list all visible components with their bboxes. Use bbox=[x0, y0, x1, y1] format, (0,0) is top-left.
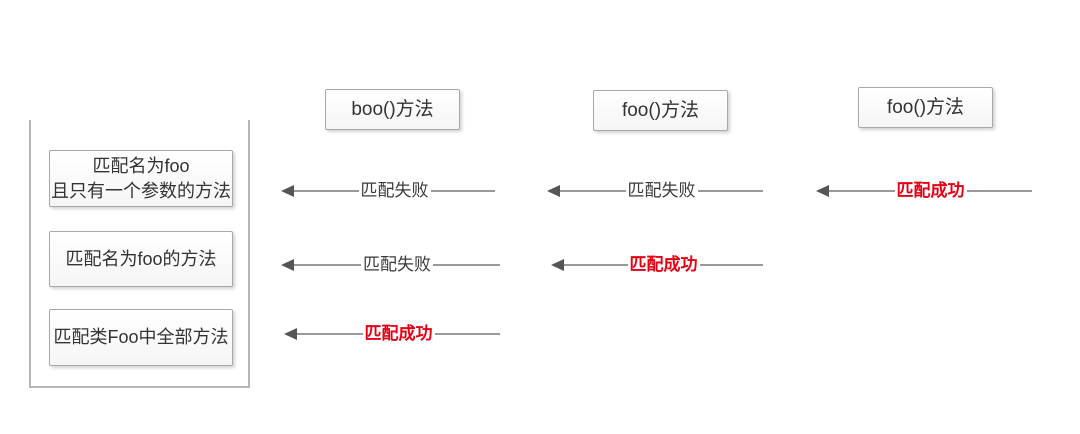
method-box-foo-middle: foo()方法 bbox=[593, 90, 728, 131]
arrow-label: 匹配成功 bbox=[629, 255, 698, 274]
method-box-label: boo()方法 bbox=[351, 98, 434, 120]
arrow-row1-boo: 匹配失败 bbox=[281, 180, 495, 202]
arrow-row1-foo-right: 匹配成功 bbox=[816, 180, 1032, 202]
arrow-line bbox=[297, 333, 363, 335]
pointcut-group-container: 匹配名为foo 且只有一个参数的方法 匹配名为foo的方法 匹配类Foo中全部方… bbox=[29, 120, 250, 388]
pointcut-box-line: 匹配名为foo bbox=[92, 156, 190, 177]
arrow-row3-boo: 匹配成功 bbox=[284, 323, 500, 345]
arrow-label: 匹配失败 bbox=[360, 181, 429, 200]
method-box-label: foo()方法 bbox=[621, 99, 700, 121]
pointcut-box-line: 匹配类Foo中全部方法 bbox=[53, 327, 229, 348]
arrow-label: 匹配成功 bbox=[896, 181, 965, 200]
arrow-left-icon bbox=[816, 185, 829, 197]
arrow-left-icon bbox=[551, 259, 564, 271]
arrow-left-icon bbox=[547, 185, 560, 197]
pointcut-box-name-foo: 匹配名为foo的方法 bbox=[49, 231, 233, 287]
pointcut-box-line: 且只有一个参数的方法 bbox=[51, 180, 231, 201]
arrow-line bbox=[966, 190, 1032, 192]
arrow-label: 匹配失败 bbox=[363, 255, 431, 274]
method-box-foo-right: foo()方法 bbox=[858, 87, 993, 128]
arrow-row1-foo-middle: 匹配失败 bbox=[547, 180, 763, 202]
arrow-left-icon bbox=[281, 185, 294, 197]
arrow-line bbox=[434, 333, 500, 335]
arrow-line bbox=[294, 264, 361, 266]
arrow-line bbox=[564, 264, 628, 266]
arrow-line bbox=[430, 190, 495, 192]
arrow-line bbox=[560, 190, 626, 192]
pointcut-box-line: 匹配名为foo的方法 bbox=[65, 248, 217, 269]
arrow-left-icon bbox=[281, 259, 294, 271]
pointcut-box-name-and-one-arg: 匹配名为foo 且只有一个参数的方法 bbox=[49, 150, 233, 207]
arrow-line bbox=[697, 190, 763, 192]
arrow-left-icon bbox=[284, 328, 297, 340]
arrow-line bbox=[433, 264, 500, 266]
arrow-label: 匹配成功 bbox=[364, 324, 433, 343]
method-box-label: foo()方法 bbox=[886, 96, 965, 118]
arrow-row2-foo-middle: 匹配成功 bbox=[551, 254, 763, 276]
arrow-label: 匹配失败 bbox=[627, 181, 696, 200]
arrow-line bbox=[829, 190, 895, 192]
pointcut-box-class-foo-all-methods: 匹配类Foo中全部方法 bbox=[49, 309, 233, 366]
arrow-line bbox=[294, 190, 359, 192]
arrow-row2-boo: 匹配失败 bbox=[281, 254, 500, 276]
arrow-line bbox=[699, 264, 763, 266]
method-box-boo: boo()方法 bbox=[325, 89, 460, 130]
